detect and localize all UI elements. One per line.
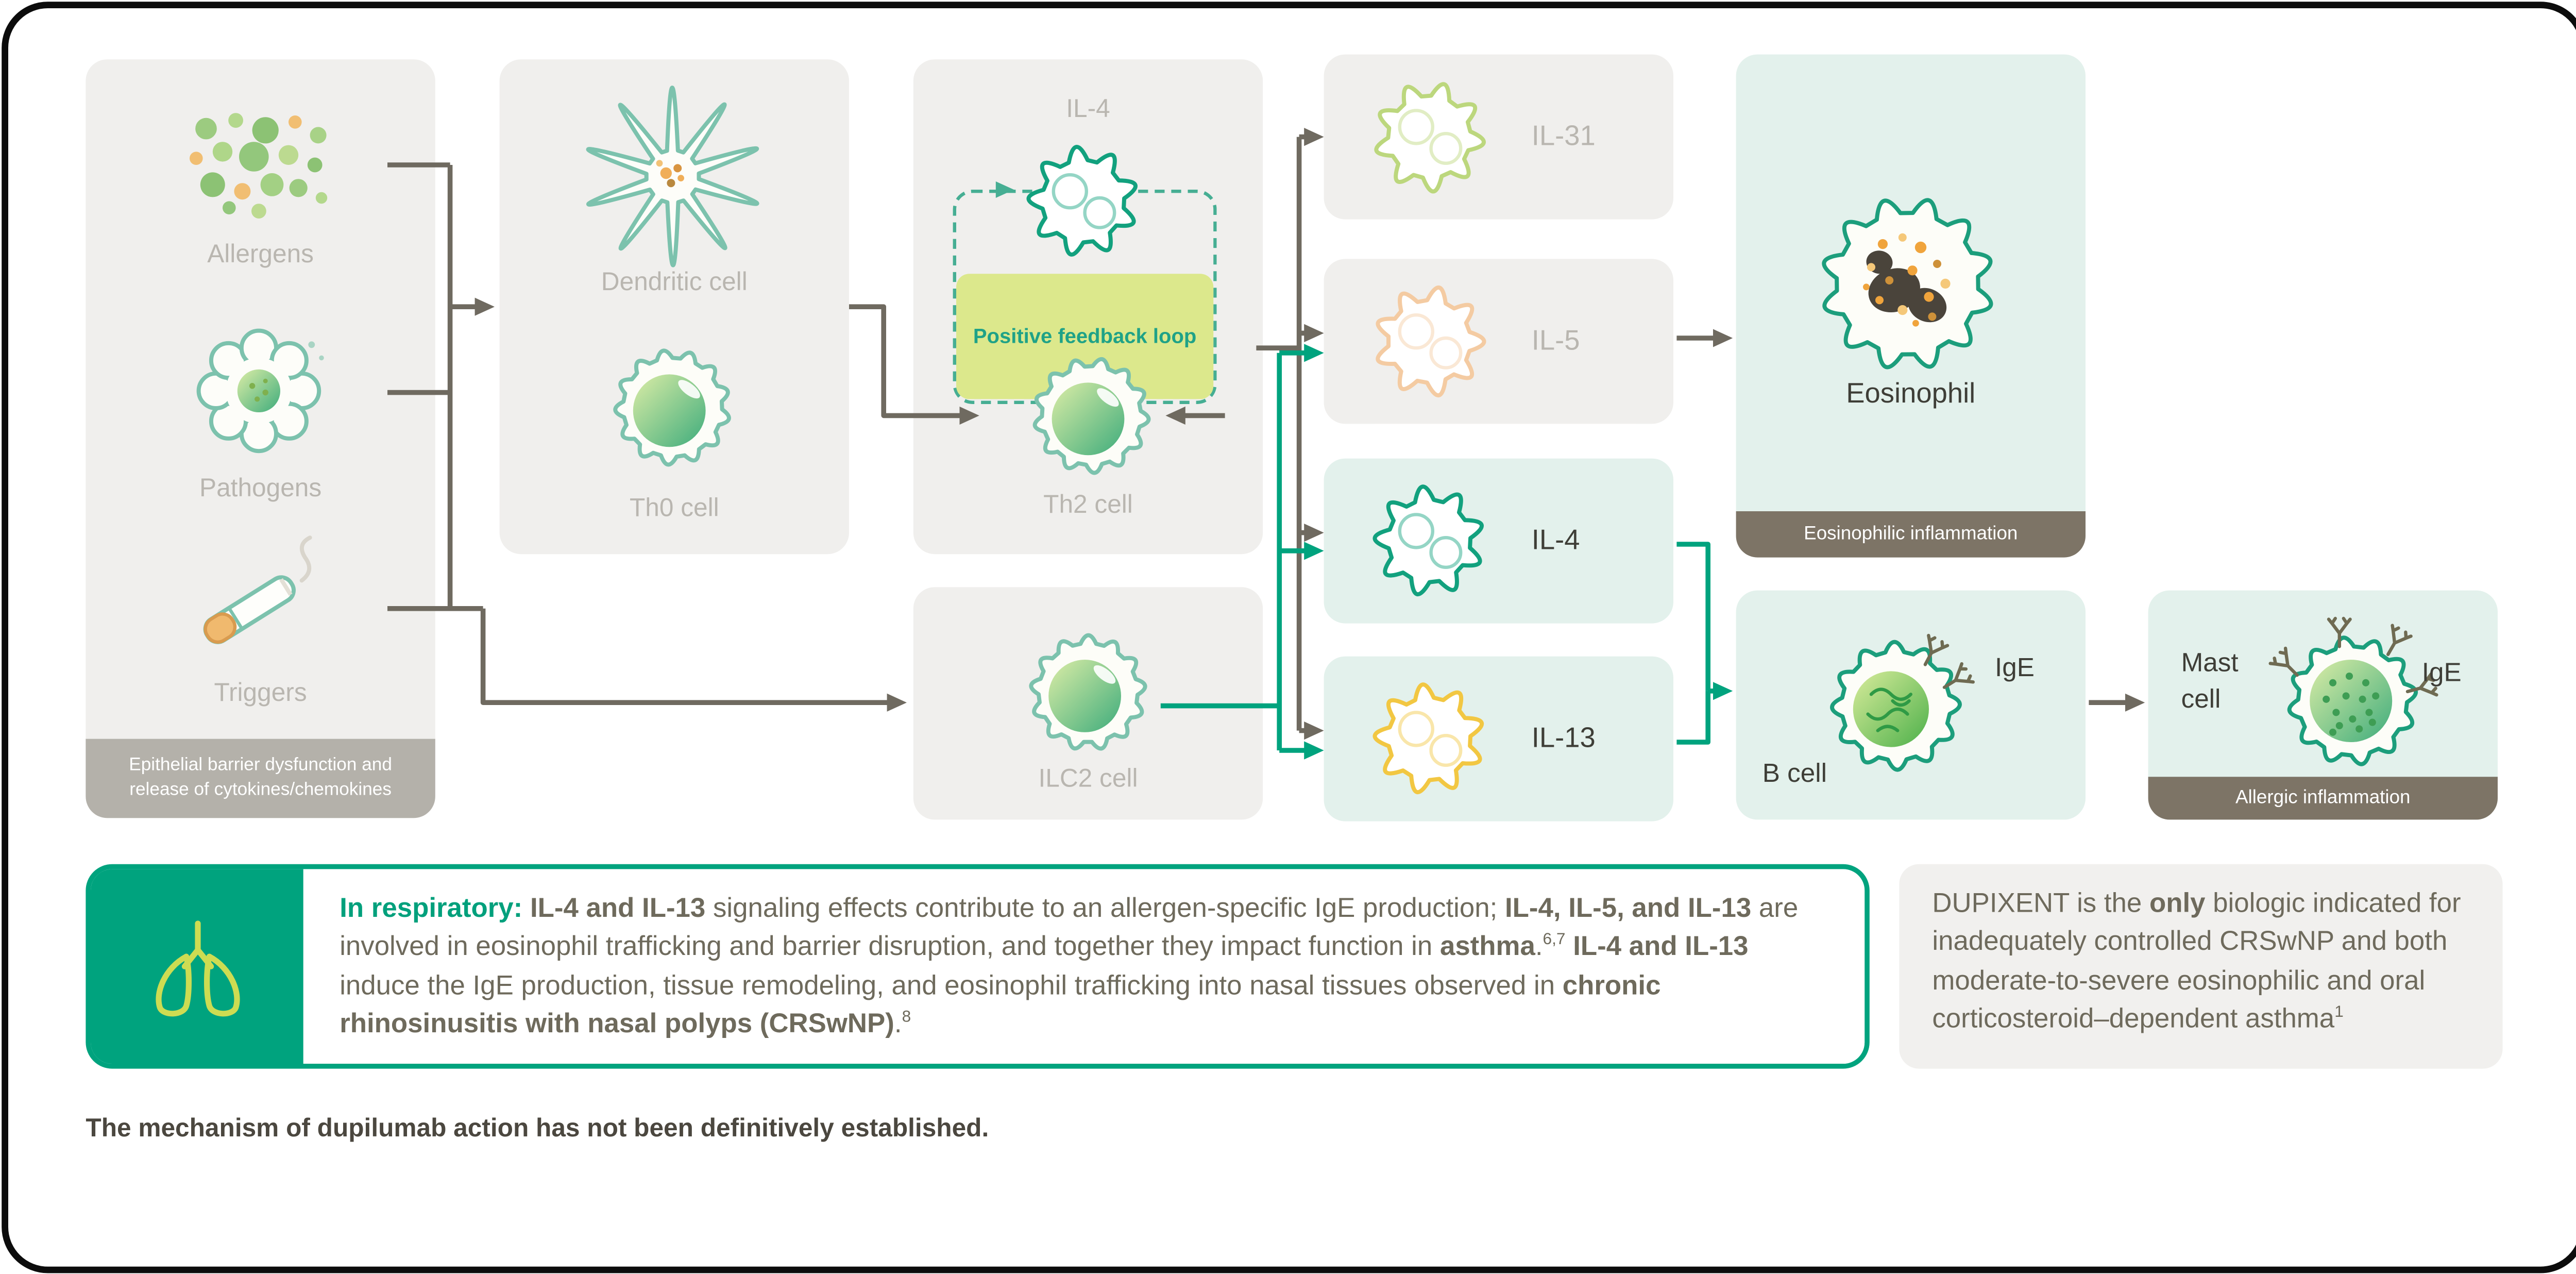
il4-molecule-icon: [1026, 145, 1138, 257]
eosinophilic-inflammation-banner: Eosinophilic inflammation: [1736, 511, 2086, 558]
ige-label: IgE: [2421, 660, 2462, 688]
bcell-label: B cell: [1762, 760, 1827, 789]
eosinophil-cell-icon: [1822, 198, 1993, 370]
triggers-panel: Allergens Pathogens Triggers: [86, 59, 435, 818]
ige-label: IgE: [1995, 655, 2035, 683]
allergic-inflammation-banner: Allergic inflammation: [2148, 777, 2498, 820]
il31-blob-icon: [1374, 82, 1486, 194]
cytokine-row-il4: IL-4: [1324, 458, 1673, 624]
mast-cell-icon: [2274, 627, 2432, 766]
b-cell-icon: [1830, 632, 1975, 772]
pathogens-label: Pathogens: [199, 475, 322, 503]
il31-label: IL-31: [1531, 120, 1596, 152]
il13-blob-icon: [1372, 682, 1484, 794]
positive-feedback-label: Positive feedback loop: [973, 325, 1197, 348]
th2-label: Th2 cell: [1043, 491, 1133, 519]
ilc2-panel: ILC2 cell: [913, 587, 1263, 820]
mast-label: Mast cell: [2181, 649, 2239, 714]
allergens-icon: [190, 113, 328, 219]
allergens-label: Allergens: [207, 241, 314, 269]
th2-panel: IL-4 Positive feedback loop Th2 cell: [913, 59, 1263, 555]
pathogens-icon: [196, 328, 324, 454]
dendritic-label: Dendritic cell: [601, 269, 748, 297]
il4-label: IL-4: [1531, 524, 1580, 556]
bcell-panel: IgE B cell: [1736, 590, 2086, 820]
il4-blob-icon: [1372, 484, 1484, 596]
ilc2-label: ILC2 cell: [1038, 765, 1138, 794]
th0-label: Th0 cell: [629, 495, 719, 523]
th2-cell-icon: [1032, 357, 1151, 475]
dendritic-cell-icon: [586, 86, 759, 267]
respiratory-text: In respiratory: IL-4 and IL-13 signaling…: [303, 869, 1865, 1064]
il4-molecule-label: IL-4: [1066, 95, 1110, 124]
il13-label: IL-13: [1531, 722, 1596, 754]
cytokine-row-il13: IL-13: [1324, 656, 1673, 822]
triggers-cigarette-icon: [203, 535, 312, 644]
triggers-caption: Epithelial barrier dysfunction and relea…: [86, 739, 435, 818]
lungs-badge: [91, 869, 303, 1064]
apc-panel: Dendritic cell Th0 cell: [499, 59, 849, 555]
th0-cell-icon: [613, 348, 731, 467]
ilc2-cell-icon: [1029, 633, 1147, 751]
mast-panel: Mast cell IgE Allergic inflammation: [2148, 590, 2498, 820]
cytokine-row-il31: IL-31: [1324, 54, 1673, 220]
triggers-label: Triggers: [214, 679, 307, 708]
footnote: The mechanism of dupilumab action has no…: [86, 1115, 989, 1143]
eosinophil-label: Eosinophil: [1846, 377, 1976, 409]
indication-box: DUPIXENT is the only biologic indicated …: [1899, 864, 2503, 1069]
eosinophil-panel: Eosinophil Eosinophilic inflammation: [1736, 54, 2086, 558]
cytokine-row-il5: IL-5: [1324, 259, 1673, 424]
il5-label: IL-5: [1531, 325, 1580, 357]
respiratory-callout: In respiratory: IL-4 and IL-13 signaling…: [86, 864, 1870, 1069]
lungs-icon: [155, 920, 240, 1017]
il5-blob-icon: [1376, 285, 1486, 398]
